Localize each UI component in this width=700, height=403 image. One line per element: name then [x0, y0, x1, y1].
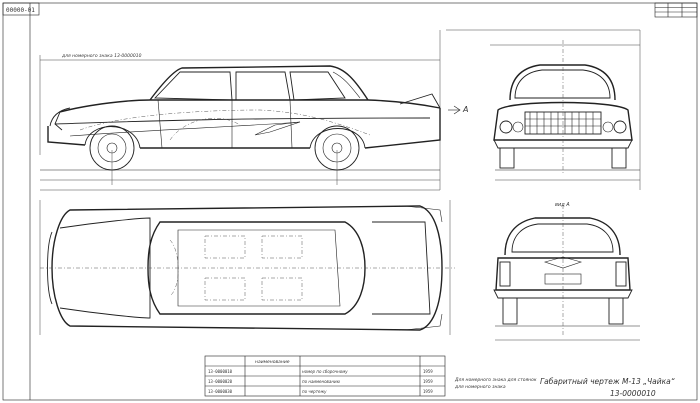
top-view	[39, 200, 455, 335]
parts-table-code: 13-0000010	[208, 369, 233, 374]
parts-table-desc: по наименованию	[302, 379, 341, 384]
parts-table: наименование 13-0000010 номер по сборочн…	[204, 355, 446, 397]
parts-table-desc: по чертежу	[302, 389, 327, 394]
parts-table-year: 1959	[423, 389, 433, 394]
side-view-base-label: для номерного знака 13-0000010	[61, 53, 142, 59]
front-view	[446, 29, 641, 190]
note-left: Для номерного знака для стоянок	[454, 377, 537, 383]
parts-table-code: 13-0000020	[208, 379, 233, 384]
parts-table-year: 1959	[423, 369, 433, 374]
note-right: для номерного знака	[454, 385, 506, 390]
side-view: для номерного знака 13-0000010	[39, 30, 468, 191]
rear-view: вид A	[493, 202, 640, 341]
corner-code-text: 00000-01	[6, 7, 35, 14]
drawing-title: Габаритный чертеж М-13 „Чайка“	[540, 377, 675, 386]
view-arrow-label: A	[462, 105, 468, 114]
parts-table-header: наименование	[255, 360, 290, 365]
rear-view-label: вид A	[555, 202, 570, 208]
parts-table-code: 13-0000030	[208, 389, 233, 394]
document-code: 13-0000010	[610, 389, 656, 398]
parts-table-desc: номер по сборочному	[302, 369, 348, 374]
corner-code-box	[2, 2, 40, 16]
top-right-revision-table	[654, 2, 698, 18]
parts-table-year: 1959	[423, 379, 433, 384]
